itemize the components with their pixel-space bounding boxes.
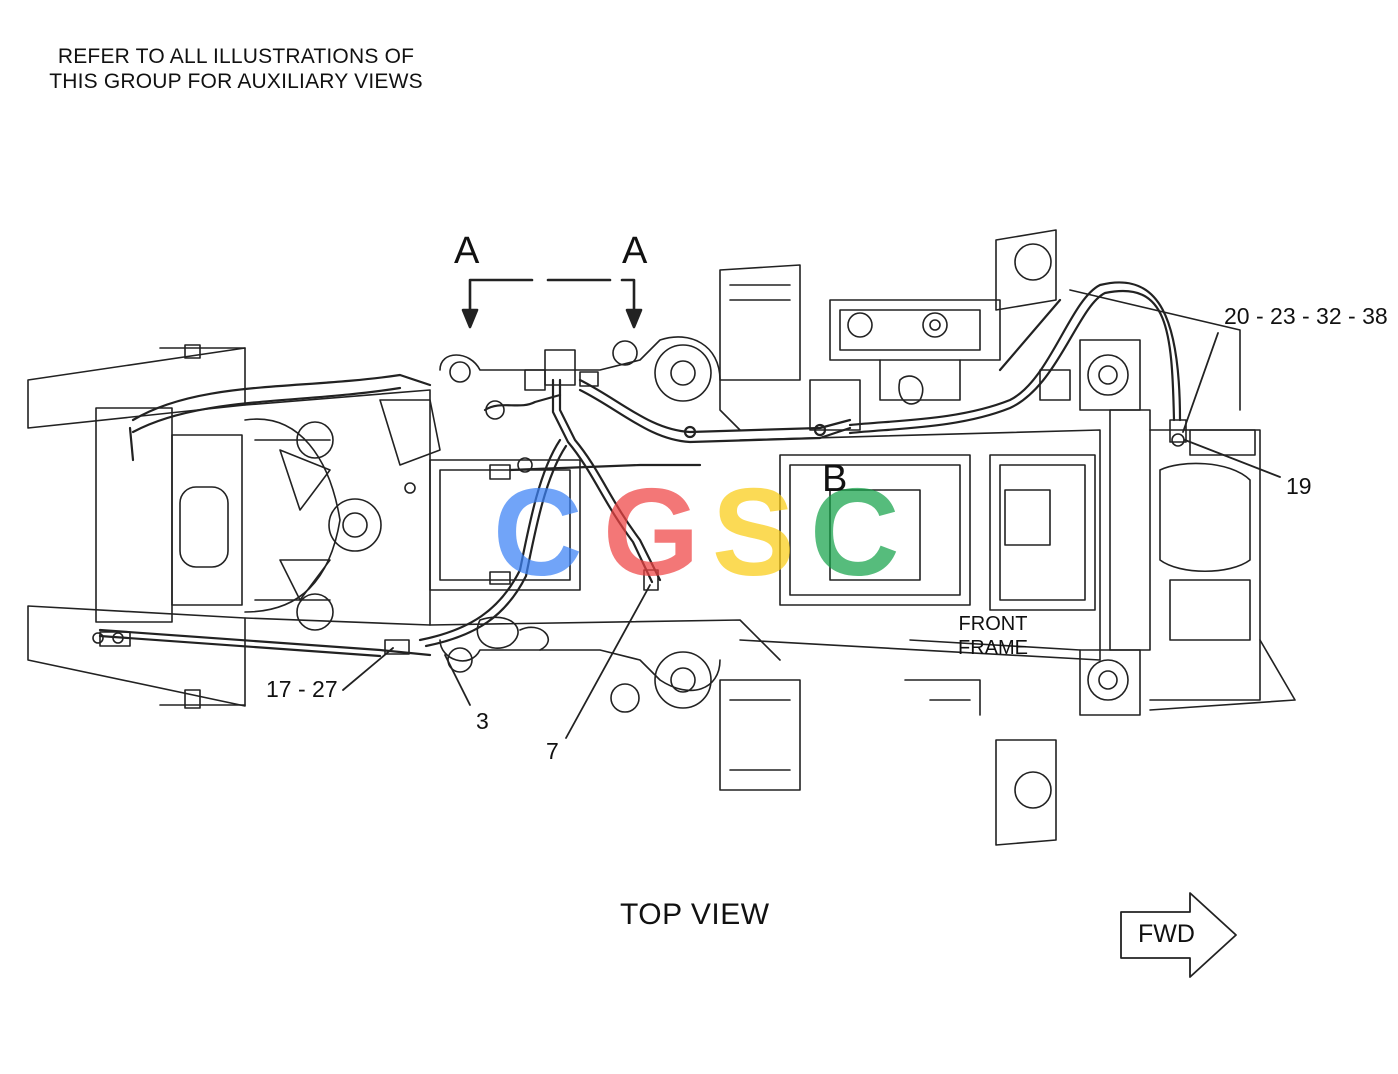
section-label-a-left: A — [454, 230, 480, 272]
watermark-letter-s: S — [712, 464, 795, 602]
articulation-hitch — [404, 336, 781, 713]
view-caption: TOP VIEW — [620, 898, 770, 931]
fwd-label: FWD — [1138, 920, 1195, 948]
callout-19: 19 — [1286, 473, 1312, 499]
section-label-b: B — [822, 458, 848, 500]
reference-note-line-1: REFER TO ALL ILLUSTRATIONS OF — [57, 45, 415, 68]
valve-assembly — [809, 299, 1001, 431]
reference-note-line-2: THIS GROUP FOR AUXILIARY VIEWS — [49, 70, 423, 93]
watermark-letter-g: G — [603, 464, 700, 602]
front-frame-label-line-2: FRAME — [958, 637, 1028, 659]
front-frame-label-line-1: FRONT — [958, 613, 1028, 635]
fwd-arrow-icon — [1120, 892, 1237, 978]
section-label-a-right: A — [622, 230, 648, 272]
brake-lines — [98, 281, 1182, 658]
callout-7: 7 — [546, 738, 559, 764]
fittings — [384, 349, 1187, 655]
front-frame — [719, 229, 1296, 846]
leader-lines — [342, 332, 1281, 739]
reference-note: REFER TO ALL ILLUSTRATIONS OF THIS GROUP… — [36, 44, 436, 94]
watermark-letter-c1: C — [493, 464, 583, 602]
watermark-letter-c2: C — [810, 464, 900, 602]
front-frame-label: FRONT FRAME — [958, 612, 1028, 660]
rear-frame — [27, 344, 441, 709]
section-a-cut-line — [461, 278, 643, 329]
callout-20-23-32-38: 20 - 23 - 32 - 38 — [1224, 303, 1388, 329]
callout-17-27: 17 - 27 — [266, 676, 338, 702]
callout-3: 3 — [476, 708, 489, 734]
